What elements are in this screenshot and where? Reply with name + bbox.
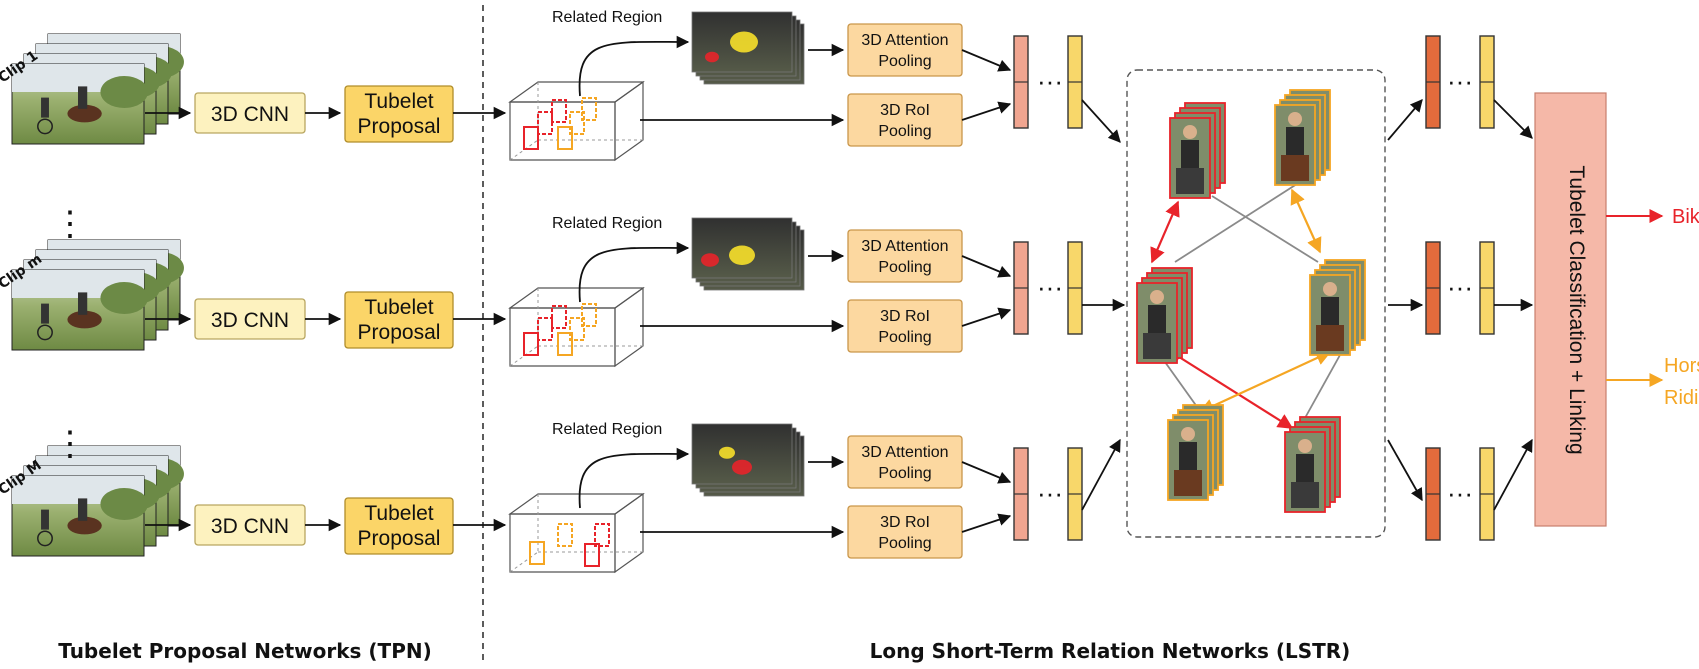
cnn-label: 3D CNN [211,515,289,538]
connector-arrows [1081,99,1534,511]
attention-pooling-box [847,229,963,283]
proposal-label-line2: Proposal [358,321,441,344]
relation-node-ml [1136,267,1193,364]
roi-pool-line2: Pooling [878,535,931,552]
output-horse-riding-line1: Horse [1664,355,1699,377]
attention-pool-line2: Pooling [878,259,931,276]
proposal-label-line2: Proposal [358,527,441,550]
relation-node-bl [1167,404,1224,501]
roi-pool-line1: 3D RoI [880,308,930,325]
feature-dots: ··· [1447,272,1473,302]
relation-node-tl [1169,102,1226,199]
roi-pool-line1: 3D RoI [880,514,930,531]
proposal-label-line2: Proposal [358,115,441,138]
classifier-label: Tubelet Classification + Linking [1565,165,1588,454]
roi-pool-line1: 3D RoI [880,102,930,119]
relation-node-br [1284,416,1341,513]
cnn-label: 3D CNN [211,309,289,332]
proposal-label-line1: Tubelet [364,296,433,319]
relation-node-tr [1274,89,1331,186]
feature-dots: ··· [1447,66,1473,96]
related-region-label: Related Region [552,215,662,232]
feature-dots: ··· [1037,478,1063,508]
related-region-label: Related Region [552,9,662,26]
relation-graph [1136,89,1366,513]
attention-pool-line2: Pooling [878,465,931,482]
related-region-label: Related Region [552,421,662,438]
lstr-section-title: Long Short-Term Relation Networks (LSTR) [870,639,1351,663]
clip-ellipsis: ⋮ [53,205,87,243]
feature-dots: ··· [1447,478,1473,508]
clip-ellipsis: ⋮ [53,425,87,463]
cnn-label: 3D CNN [211,103,289,126]
relation-node-mr [1309,259,1366,356]
attention-pool-line1: 3D Attention [861,444,948,461]
output-horse-riding-line2: Riding [1664,387,1699,409]
proposal-box [344,85,454,143]
roi-pool-line2: Pooling [878,123,931,140]
proposal-box [344,291,454,349]
output-biking: Biking [1672,206,1699,228]
attention-pool-line2: Pooling [878,53,931,70]
feature-dots: ··· [1037,272,1063,302]
tpn-section-title: Tubelet Proposal Networks (TPN) [58,639,431,663]
roi-pool-line2: Pooling [878,329,931,346]
proposal-label-line1: Tubelet [364,90,433,113]
classifier-box [1534,92,1607,527]
feature-dots: ··· [1037,66,1063,96]
attention-pool-line1: 3D Attention [861,32,948,49]
attention-pool-line1: 3D Attention [861,238,948,255]
relation-frame [1126,69,1386,538]
proposal-label-line1: Tubelet [364,502,433,525]
proposal-box [344,497,454,555]
